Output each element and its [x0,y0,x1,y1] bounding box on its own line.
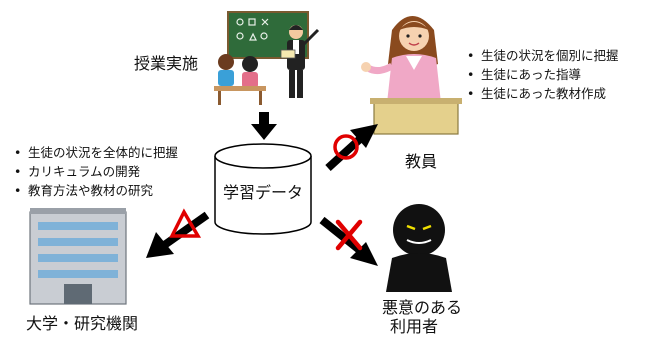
cross-mark [335,219,363,251]
teacher-bullet: 生徒の状況を個別に把握 [467,46,619,65]
university-bullet: 生徒の状況を全体的に把握 [14,143,178,162]
university-bullet: 教育方法や教材の研究 [14,181,178,200]
university-bullets: 生徒の状況を全体的に把握 カリキュラムの開発 教育方法や教材の研究 [14,143,178,200]
teacher-label: 教員 [405,152,438,171]
university-bullet: カリキュラムの開発 [14,162,178,181]
teacher-bullet: 生徒にあった教材作成 [467,84,619,103]
malicious-label-line1: 悪意のある [382,298,463,317]
teacher-bullet: 生徒にあった指導 [467,65,619,84]
malicious-label-line2: 利用者 [390,317,439,336]
lesson-label: 授業実施 [134,54,199,73]
triangle-mark [169,208,202,238]
teacher-bullets: 生徒の状況を個別に把握 生徒にあった指導 生徒にあった教材作成 [467,46,619,103]
learning-data-label: 学習データ [222,183,303,202]
university-label: 大学・研究機関 [26,314,139,333]
circle-mark [333,134,359,160]
